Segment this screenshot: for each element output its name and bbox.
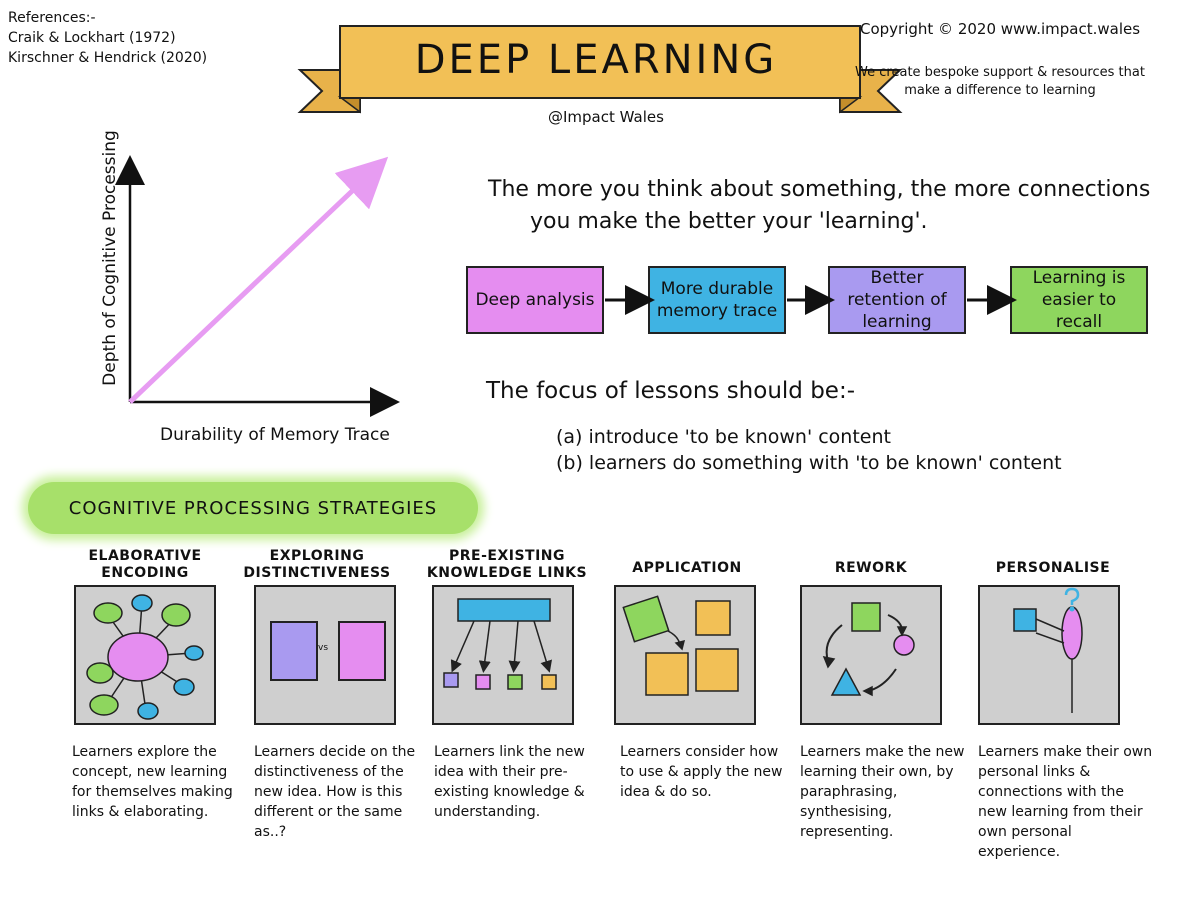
strategy-heading-personalise: PERSONALISE [995,560,1111,576]
focus-title: The focus of lessons should be:- [486,378,856,404]
flow-box-durable-memory: More durable memory trace [648,266,786,334]
references-title: References:- [8,10,96,26]
depth-durability-chart [115,155,400,417]
reference-1: Craik & Lockhart (1972) [8,30,176,46]
focus-item-a: (a) introduce 'to be known' content [556,426,891,448]
statement-line-1: The more you think about something, the … [488,177,1151,202]
strategy-desc-rework: Learners make the new learning their own… [800,744,965,840]
title-banner [297,25,903,114]
strategy-box-elaborative [74,585,216,725]
compare-shape-left [270,621,318,681]
strategy-desc-personalise: Learners make their own personal links &… [978,744,1153,860]
copyright: Copyright © 2020 www.impact.wales [860,20,1141,38]
hierarchy-icon [443,598,557,690]
statement-line-2: you make the better your 'learning'. [530,209,928,234]
cycle-shapes-icon [822,602,915,697]
statement: The more you think about something, the … [488,174,1168,238]
flow-label: Learning is easier to recall [1032,268,1126,332]
page-title: DEEP LEARNING [414,37,778,83]
strategy-heading-rework: REWORK [834,560,908,576]
flow-label: Deep analysis [475,290,595,310]
compare-shape-right [338,621,386,681]
apply-blocks-icon [622,595,739,696]
flow-box-retention: Better retention of learning [828,266,966,334]
strategy-box-knowledge-links [432,585,574,725]
series-line [128,156,389,404]
strategy-desc-knowledge-links: Learners link the new idea with their pr… [434,744,585,820]
strategy-box-distinctiveness: vs [254,585,396,725]
flow-label: Better retention of learning [847,268,947,332]
strategy-heading-distinctiveness: EXPLORING DISTINCTIVENESS [243,548,391,581]
strategy-desc-distinctiveness: Learners decide on the distinctiveness o… [254,744,416,840]
strategy-desc-elaborative: Learners explore the concept, new learni… [72,744,233,820]
focus-item-b: (b) learners do something with 'to be kn… [556,452,1062,474]
tagline-line-1: We create bespoke support & resources th… [855,65,1145,80]
vs-label: vs [318,643,329,653]
social-handle: @Impact Wales [548,108,664,126]
strategies-title: COGNITIVE PROCESSING STRATEGIES [28,482,478,534]
strategy-box-personalise [978,585,1120,725]
reference-2: Kirschner & Hendrick (2020) [8,50,208,66]
references: References:- Craik & Lockhart (1972) Kir… [8,8,207,68]
strategy-heading-knowledge-links: PRE-EXISTING KNOWLEDGE LINKS [426,548,588,581]
person-question-icon [1013,587,1083,713]
flow-label: More durable memory trace [656,279,778,321]
flow-box-deep-analysis: Deep analysis [466,266,604,334]
strategy-heading-elaborative: ELABORATIVE ENCODING [88,548,202,581]
banner-body [339,25,861,99]
strategy-heading-application: APPLICATION [632,560,742,576]
x-axis-label: Durability of Memory Trace [160,425,390,445]
y-axis-label: Depth of Cognitive Processing [100,130,120,386]
strategy-box-application [614,585,756,725]
tagline-line-2: make a difference to learning [904,83,1096,98]
flow-box-recall: Learning is easier to recall [1010,266,1148,334]
mind-map-icon [86,594,204,720]
tagline: We create bespoke support & resources th… [840,64,1160,100]
strategy-desc-application: Learners consider how to use & apply the… [620,744,783,800]
strategy-box-rework [800,585,942,725]
